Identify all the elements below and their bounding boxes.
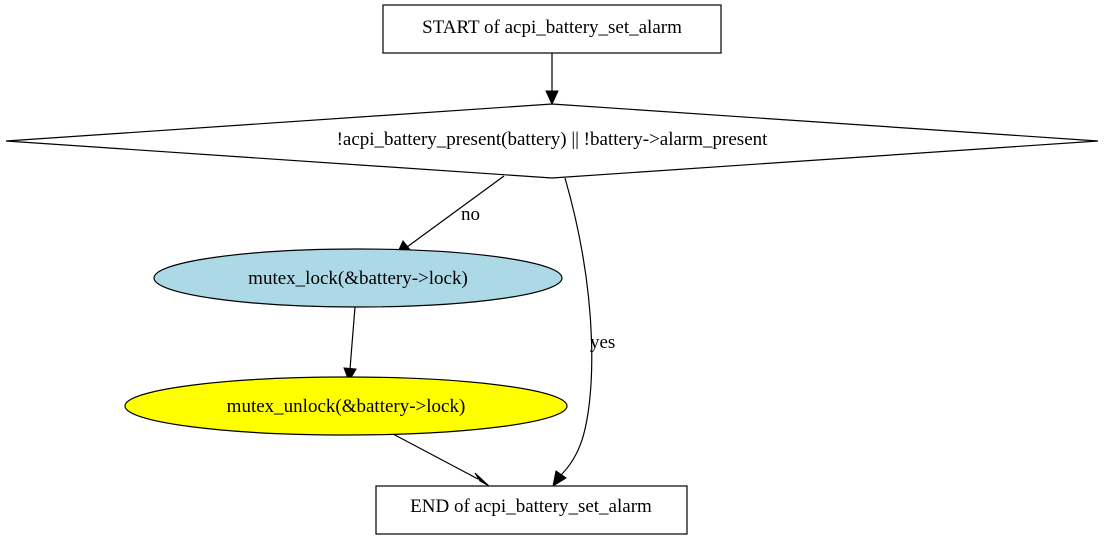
node-start: START of acpi_battery_set_alarm — [382, 4, 722, 54]
node-unlock-label: mutex_unlock(&battery->lock) — [227, 396, 466, 417]
node-start-box — [382, 4, 722, 54]
arrowhead-unlock-to-end — [474, 472, 490, 487]
node-unlock: mutex_unlock(&battery->lock) — [124, 376, 568, 436]
edge-label-no: no — [461, 204, 480, 225]
node-start-label: START of acpi_battery_set_alarm — [422, 17, 682, 38]
arrowhead-lock-to-unlock — [343, 367, 357, 383]
edge-decision-to-lock — [406, 175, 505, 248]
edge-decision-to-end — [560, 177, 593, 476]
node-decision-diamond — [5, 103, 1099, 179]
node-lock: mutex_lock(&battery->lock) — [153, 248, 563, 308]
edge-unlock-to-end — [392, 433, 479, 480]
edge-lock-to-unlock — [349, 306, 356, 370]
arrowhead-start-to-decision — [545, 90, 559, 106]
arrowhead-decision-to-end — [552, 470, 567, 488]
edge-label-yes: yes — [590, 332, 615, 353]
node-end-label: END of acpi_battery_set_alarm — [410, 496, 652, 517]
node-end-box — [375, 485, 688, 535]
node-decision: !acpi_battery_present(battery) || !batte… — [5, 103, 1099, 179]
node-lock-ellipse — [153, 248, 563, 308]
node-decision-label: !acpi_battery_present(battery) || !batte… — [337, 129, 769, 150]
edges: no yes — [343, 53, 615, 488]
node-unlock-ellipse — [124, 376, 568, 436]
node-end: END of acpi_battery_set_alarm — [375, 485, 688, 535]
node-lock-label: mutex_lock(&battery->lock) — [248, 268, 468, 289]
